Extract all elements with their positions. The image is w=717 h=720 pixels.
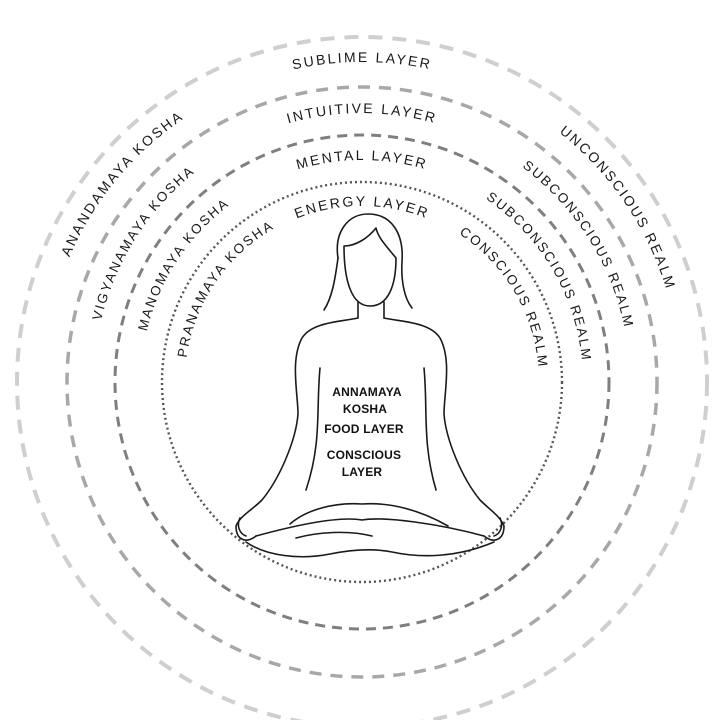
meditating-figure xyxy=(235,213,505,558)
hair xyxy=(336,213,413,309)
face xyxy=(343,227,397,307)
left-hand xyxy=(237,517,247,537)
annamaya-label-line1: ANNAMAYA xyxy=(332,385,402,399)
energy-ring xyxy=(160,180,564,584)
legs xyxy=(255,518,485,537)
energy-layer-label: ENERGY LAYER xyxy=(292,193,432,221)
sublime-ring xyxy=(15,35,709,720)
mental-ring xyxy=(113,133,611,631)
conscious-layer-label-line2: LAYER xyxy=(342,465,383,479)
annamaya-label-line2: KOSHA xyxy=(343,402,387,416)
mental-layer-label: MENTAL LAYER xyxy=(294,147,429,172)
intuitive-ring xyxy=(65,85,659,679)
right-hand xyxy=(493,517,503,537)
intuitive-layer-label: INTUITIVE LAYER xyxy=(285,100,439,126)
right-arm xyxy=(383,317,505,541)
left-arm xyxy=(235,317,359,541)
food-layer-label: FOOD LAYER xyxy=(324,422,404,436)
sublime-layer-label: SUBLIME LAYER xyxy=(291,49,434,72)
conscious-layer-label-line1: CONSCIOUS xyxy=(327,448,401,462)
